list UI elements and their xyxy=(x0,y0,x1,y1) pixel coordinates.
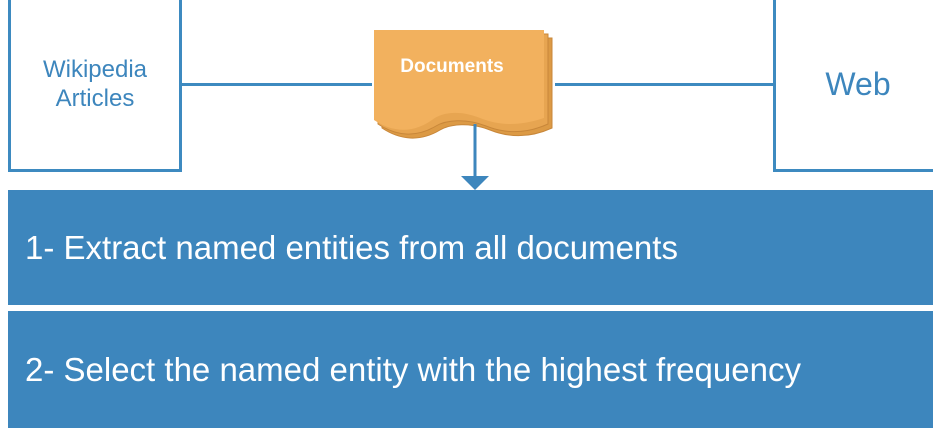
documents-label: Documents xyxy=(400,56,504,77)
document-sheet-front xyxy=(374,30,544,130)
step-extract-entities: 1- Extract named entities from all docum… xyxy=(8,190,933,305)
web-box: Web xyxy=(773,0,933,172)
connector-wikipedia-to-documents xyxy=(182,83,372,86)
arrow-head-icon xyxy=(461,176,489,190)
step-2-text: 2- Select the named entity with the high… xyxy=(25,350,801,388)
documents-stack-icon xyxy=(374,30,553,190)
connector-documents-to-web xyxy=(555,83,773,86)
step-select-entity: 2- Select the named entity with the high… xyxy=(8,311,933,428)
step-1-text: 1- Extract named entities from all docum… xyxy=(25,228,678,266)
web-label: Web xyxy=(825,66,891,102)
